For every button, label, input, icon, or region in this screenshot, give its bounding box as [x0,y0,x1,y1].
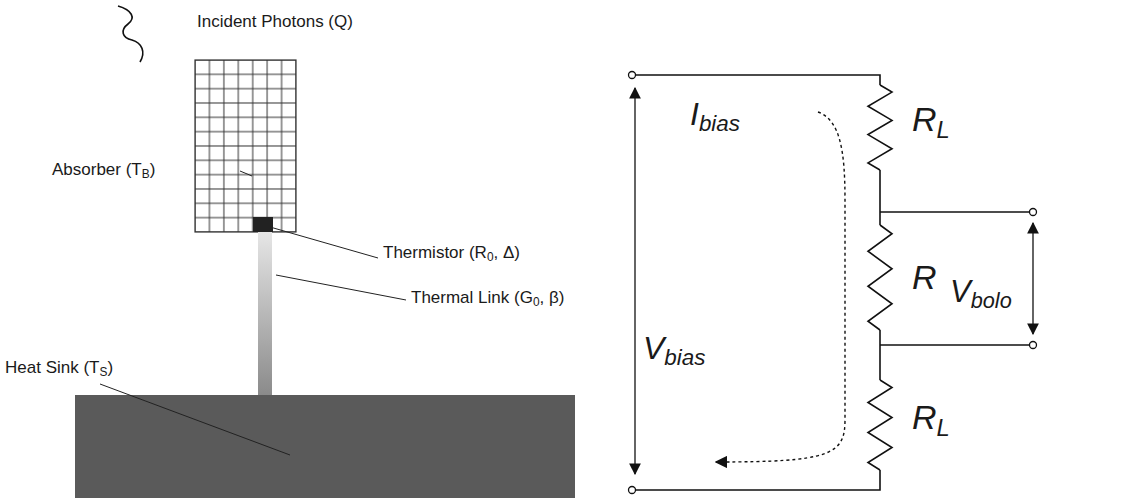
wire [880,211,1029,213]
terminal [629,487,636,494]
wire [880,344,1029,346]
circuit-symbol-label: RL [912,398,950,441]
voltage-arrow [634,88,635,474]
circuit-symbol-label: RL [912,100,950,143]
thermistor-block [253,217,273,232]
subscript: L [937,414,950,441]
subscript: B [142,167,150,181]
part-label: Absorber (TB) [52,160,155,182]
resistor-symbol [868,225,892,330]
subscript: bias [699,111,740,136]
part-label: Heat Sink (TS) [5,358,113,380]
label-text: I [690,96,699,132]
label-text: V [643,330,664,366]
leader-line [240,171,252,176]
terminal [1030,342,1037,349]
label-text: R [912,398,937,436]
label-text: , β) [540,288,565,307]
subscript: S [99,365,107,379]
photon-wave [118,6,143,62]
thermal-link [258,232,272,396]
terminal [1030,209,1037,216]
wire [879,170,881,225]
wire [636,75,880,85]
absorber-grid [195,60,296,232]
part-label: Thermal Link (G0, β) [411,288,564,310]
label-text: Heat Sink (T [5,358,99,377]
terminal [629,72,636,79]
label-text: Thermistor (R [383,243,487,262]
subscript: 0 [533,295,540,309]
circuit-symbol-label: Vbolo [950,274,1012,314]
heat-sink-block [75,395,575,498]
subscript: 0 [487,250,494,264]
resistor-symbol [868,380,892,470]
label-text: ) [150,160,156,179]
leader-line [270,227,378,258]
label-text: Incident Photons (Q) [197,12,353,31]
subscript: L [937,116,950,143]
resistor-symbol [868,85,892,170]
wire [636,470,880,490]
circuit-symbol-label: R [912,258,937,297]
current-path [716,112,845,462]
label-text: Absorber (T [52,160,142,179]
circuit-symbol-label: Vbias [643,330,705,371]
wire [879,330,881,380]
voltage-arrow [1032,223,1033,334]
circuit-symbol-label: Ibias [690,96,740,137]
subscript: bolo [971,288,1012,313]
label-text: R [912,100,937,138]
label-text: , Δ) [494,243,520,262]
part-label: Incident Photons (Q) [197,12,353,32]
subscript: bias [664,345,705,370]
label-text: ) [107,358,113,377]
part-label: Thermistor (R0, Δ) [383,243,520,265]
leader-line [100,384,290,455]
label-text: R [912,258,937,296]
label-text: Thermal Link (G [411,288,533,307]
label-text: V [950,274,971,309]
leader-line [276,275,406,300]
